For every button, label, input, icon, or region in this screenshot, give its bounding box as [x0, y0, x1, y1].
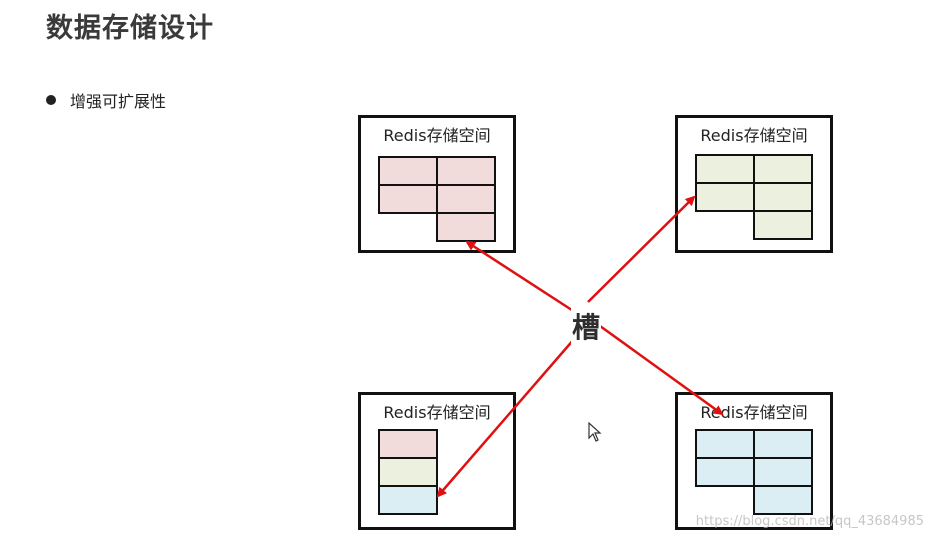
- slot-cell: [378, 485, 438, 515]
- bullet-item: 增强可扩展性: [46, 88, 166, 112]
- slot-cell: [695, 182, 755, 212]
- arrow-to-top-right: [587, 195, 696, 303]
- redis-space-box-top-left: Redis存储空间: [358, 115, 516, 253]
- bullet-dot: [46, 95, 56, 105]
- bullet-text: 增强可扩展性: [70, 92, 167, 111]
- arrow-to-bottom-left: [436, 337, 576, 498]
- slot-label: 槽: [571, 306, 602, 346]
- redis-space-box-top-right: Redis存储空间: [675, 115, 833, 253]
- redis-space-box-bottom-right: Redis存储空间: [675, 392, 833, 530]
- slot-cell: [436, 184, 496, 214]
- page-title: 数据存储设计: [46, 13, 214, 44]
- watermark: https://blog.csdn.net/qq_43684985: [695, 514, 924, 529]
- redis-space-box-bottom-left: Redis存储空间: [358, 392, 516, 530]
- mouse-cursor-icon: [588, 422, 602, 442]
- redis-space-label: Redis存储空间: [700, 126, 808, 145]
- slot-cell: [753, 485, 813, 515]
- redis-space-label: Redis存储空间: [383, 403, 491, 422]
- arrow-to-top-left: [465, 240, 579, 316]
- redis-space-label: Redis存储空间: [700, 403, 808, 422]
- slot-cell: [753, 210, 813, 240]
- arrow-to-bottom-right: [599, 324, 724, 416]
- redis-space-label: Redis存储空间: [383, 126, 491, 145]
- slot-cell: [695, 457, 755, 487]
- slot-cell: [436, 156, 496, 186]
